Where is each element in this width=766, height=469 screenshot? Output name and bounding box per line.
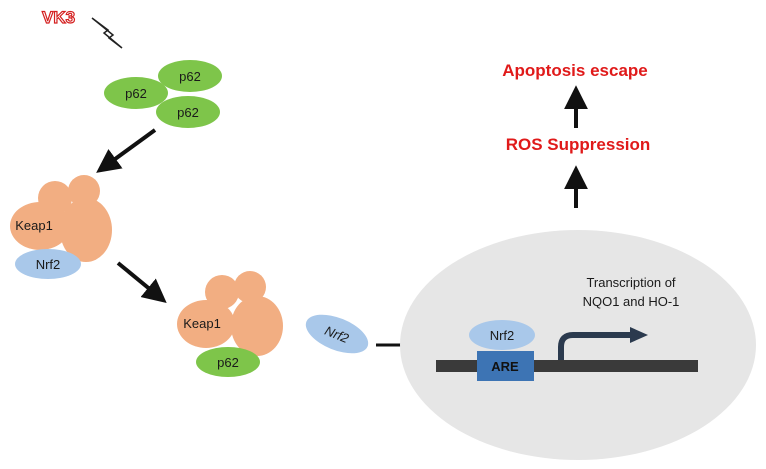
keap1-label: Keap1 [15,218,53,233]
nrf2-label: Nrf2 [490,328,515,343]
p62-label: p62 [177,105,199,120]
nrf2-oval [15,249,81,279]
transcription-text: Transcription of [586,275,675,290]
p62-oval [158,60,222,92]
free-nrf2: Nrf2 [305,314,369,354]
nucleus: ARE Nrf2 Transcription of NQO1 and HO-1 [400,230,756,460]
arrow-complex-to-keap1-p62 [116,261,167,304]
are-label: ARE [491,359,519,374]
p62-oval [104,77,168,109]
keap1-nrf2-complex: Keap1 Nrf2 [10,175,112,279]
p62-oval [156,96,220,128]
lightning-bolt-icon [91,17,123,49]
keap1-label: Keap1 [183,316,221,331]
dna-strand [436,360,698,372]
nrf2-oval [469,320,535,350]
keap1-p62-complex: Keap1 p62 [177,271,283,377]
p62-label: p62 [125,86,147,101]
arrow-p62-to-complex [96,128,157,173]
ros-suppression-label: ROS Suppression [506,135,651,154]
vk3-label: VK3 [42,8,75,27]
nrf2-label: Nrf2 [36,257,61,272]
nrf2-oval [305,314,369,354]
p62-label: p62 [179,69,201,84]
p62-label: p62 [217,355,239,370]
are-box [477,351,534,381]
transcription-arrow-icon [558,332,632,360]
transcription-text: NQO1 and HO-1 [583,294,680,309]
p62-cluster: p62 p62 p62 [104,60,222,128]
p62-oval [196,347,260,377]
apoptosis-escape-label: Apoptosis escape [502,61,648,80]
